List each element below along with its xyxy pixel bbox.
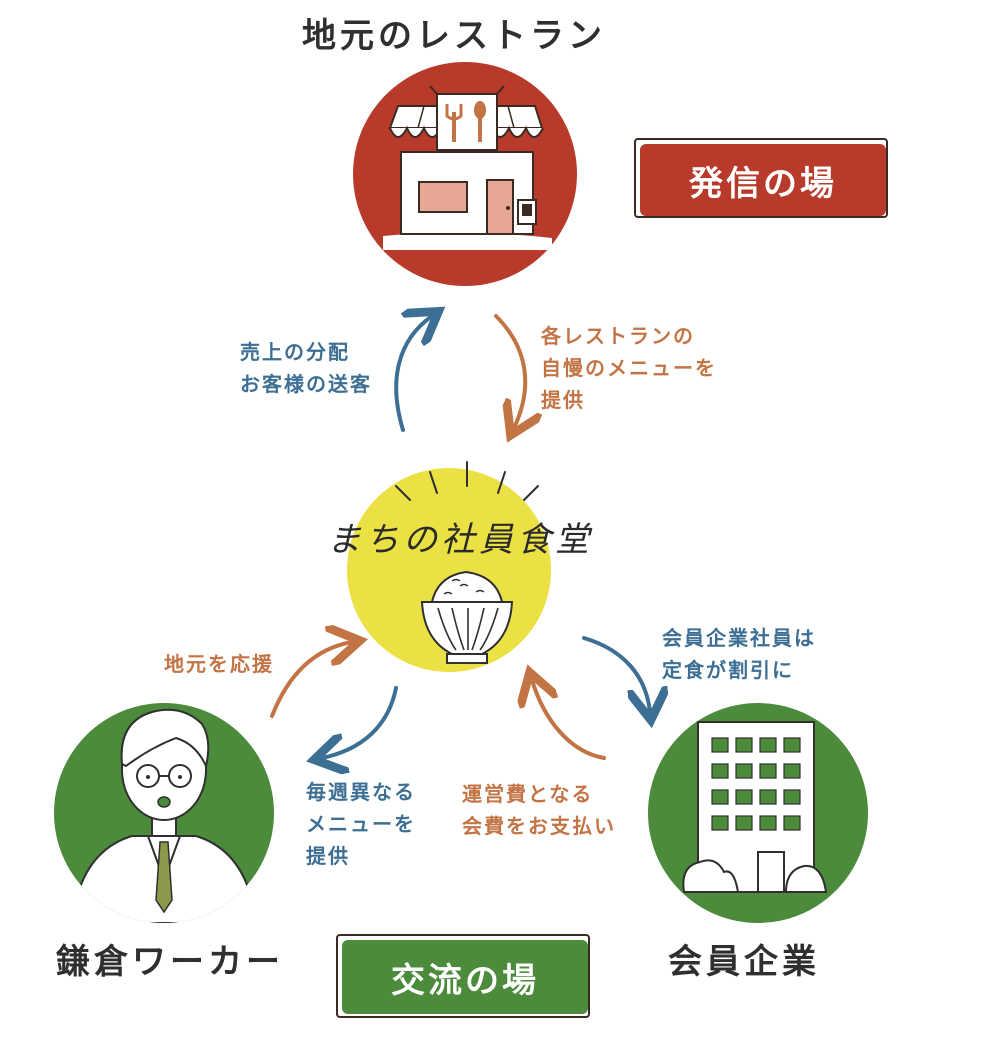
arrow-center-to-worker [322,688,396,758]
flow-label-company-in: 会員企業社員は 定食が割引に [662,622,816,686]
office-building-icon [683,722,826,892]
flow-label-restaurant-in: 売上の分配 お客様の送客 [240,336,372,400]
flow-label-company-out: 運営費となる 会費をお支払い [462,778,616,842]
arrow-company-to-center [532,680,604,758]
flow-line: 自慢のメニューを [541,352,717,384]
flow-line: 毎週異なる [306,776,416,808]
top-banner: 発信の場 [640,144,886,216]
center-title: まちの社員食堂 [290,512,630,561]
arrow-center-to-company [584,638,650,712]
arrow-from-restaurant [496,316,525,428]
center-circle [347,462,551,672]
worker-title: 鎌倉ワーカー [56,934,284,983]
flow-line: メニューを [306,808,416,840]
flow-line: 売上の分配 [240,336,372,368]
flow-line: 会員企業社員は [662,622,816,654]
arrow-worker-to-center [272,642,352,716]
worker-circle [54,703,274,923]
flow-label-worker-in: 地元を応援 [164,648,274,680]
flow-line: お客様の送客 [240,368,372,400]
flow-line: 地元を応援 [164,648,274,680]
flow-line: 各レストランの [541,320,717,352]
restaurant-circle [353,62,577,286]
flow-line: 定食が割引に [662,654,816,686]
flow-line: 提供 [541,384,717,416]
flow-label-restaurant-out: 各レストランの 自慢のメニューを 提供 [541,320,717,416]
restaurant-building-icon [383,86,552,250]
flow-line: 提供 [306,840,416,872]
flow-label-worker-out: 毎週異なる メニューを 提供 [306,776,416,872]
company-circle [648,703,868,923]
company-title: 会員企業 [668,934,820,983]
restaurant-title: 地元のレストラン [302,8,606,57]
bottom-banner: 交流の場 [342,940,588,1014]
arrow-to-restaurant [396,316,432,430]
flow-line: 運営費となる [462,778,616,810]
flow-line: 会費をお支払い [462,810,616,842]
